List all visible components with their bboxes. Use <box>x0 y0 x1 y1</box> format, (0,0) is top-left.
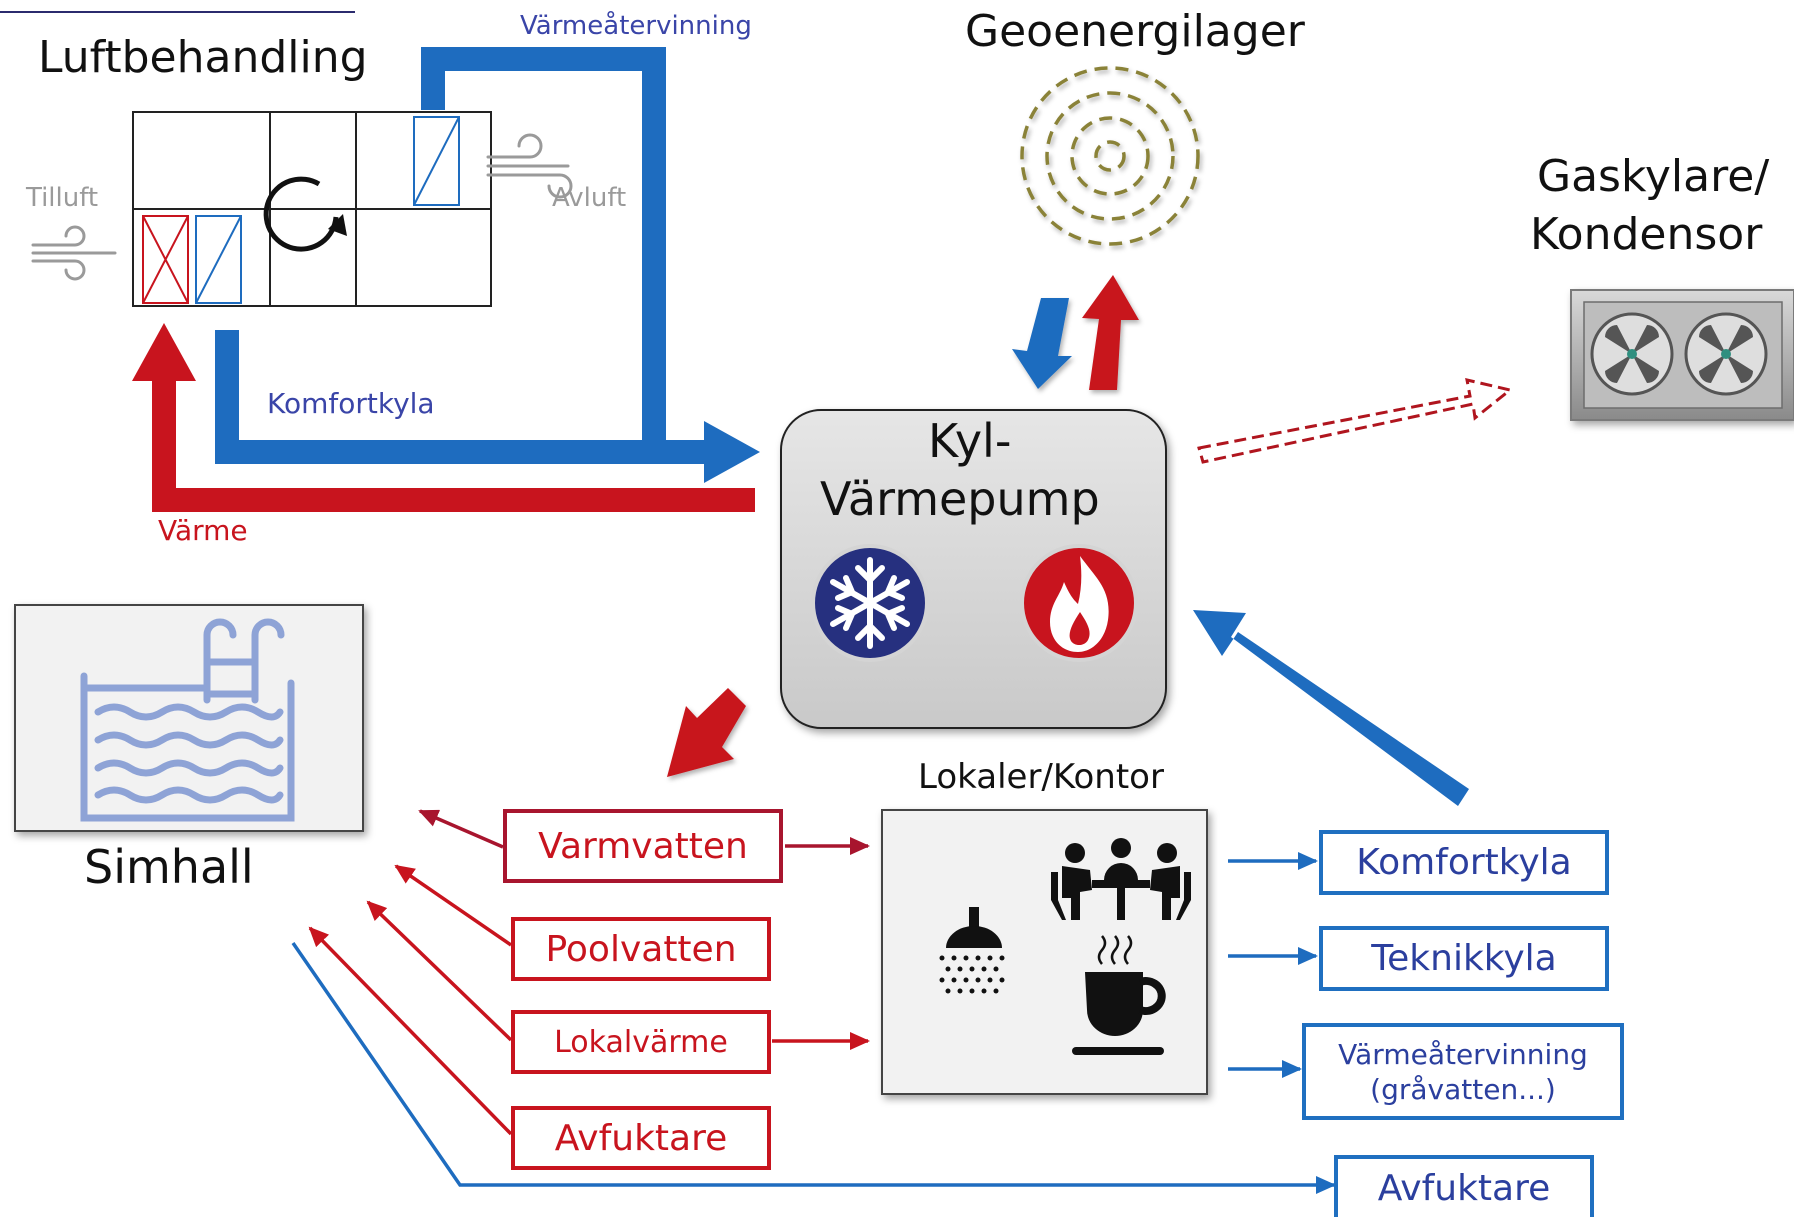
fan-icon <box>1684 312 1768 396</box>
heat-recovery-flow-arrow <box>421 47 666 444</box>
hot-water-box: Varmvatten <box>503 809 783 883</box>
offices-title: Lokaler/Kontor <box>918 757 1164 797</box>
meeting-icon <box>1051 838 1191 920</box>
heating-flow-arrow <box>132 323 755 512</box>
shower-icon <box>939 907 1005 994</box>
to-condenser-flow-arrow <box>1197 378 1514 464</box>
pool-water-label: Poolvatten <box>545 928 737 970</box>
snowflake-icon <box>811 544 929 662</box>
output-to-pool-arrows <box>308 809 513 1136</box>
to-geo-flow-arrow <box>1012 298 1072 389</box>
pool-title: Simhall <box>84 840 254 894</box>
geothermal-storage-icon <box>1020 66 1200 246</box>
heat-recovery-coil <box>413 116 460 206</box>
heating-coil <box>142 215 189 304</box>
heat-recovery-output-line1: Värmeåtervinning <box>1338 1037 1588 1071</box>
technical-cooling-box: Teknikkyla <box>1319 926 1609 991</box>
heat-distribution-flow-arrow <box>667 688 746 777</box>
heat-pump-title-line1: Kyl- <box>928 414 1012 468</box>
wind-icon <box>486 133 573 199</box>
exhaust-air-label: Avluft <box>552 183 627 213</box>
coffee-cup-icon <box>1072 935 1166 1055</box>
comfort-cooling-output-label: Komfortkyla <box>1356 842 1572 883</box>
comfort-cooling-box: Komfortkyla <box>1319 830 1609 895</box>
hot-water-label: Varmvatten <box>538 825 748 867</box>
space-heating-label: Lokalvärme <box>554 1024 728 1060</box>
space-heating-box: Lokalvärme <box>511 1010 771 1074</box>
pool-water-box: Poolvatten <box>511 917 771 981</box>
pool-panel <box>14 604 364 832</box>
heat-recovery-label: Värmeåtervinning <box>520 11 752 41</box>
geo-storage-title: Geoenergilager <box>965 6 1305 57</box>
air-handling-unit <box>132 111 492 307</box>
wind-icon <box>31 225 117 281</box>
heat-pump-title-line2: Värmepump <box>820 472 1100 526</box>
supply-air-label: Tilluft <box>26 183 99 213</box>
output-to-offices-arrows <box>772 837 870 1050</box>
heat-recovery-greywater-box: Värmeåtervinning (gråvatten...) <box>1302 1023 1624 1120</box>
gas-cooler-title-line2: Kondensor <box>1530 209 1763 260</box>
cooling-coil <box>195 215 242 304</box>
dehumidifier-heat-label: Avfuktare <box>554 1117 728 1159</box>
technical-cooling-label: Teknikkyla <box>1371 938 1557 979</box>
flame-icon <box>1020 544 1138 662</box>
fan-icon <box>1590 312 1674 396</box>
cooling-output-arrows <box>291 852 1336 1194</box>
offices-panel <box>881 809 1208 1095</box>
dehumidifier-heat-box: Avfuktare <box>511 1106 771 1170</box>
gas-cooler-title-line1: Gaskylare/ <box>1537 151 1770 202</box>
heating-label: Värme <box>158 514 248 547</box>
rotary-heat-exchanger-icon <box>263 176 347 252</box>
dehumidifier-cooling-label: Avfuktare <box>1377 1167 1551 1209</box>
cooling-return-flow-arrow <box>1193 610 1469 806</box>
swimming-pool-icon <box>80 618 295 822</box>
comfort-cooling-label: Komfortkyla <box>267 387 435 420</box>
heat-recovery-output-line2: (gråvatten...) <box>1370 1072 1556 1106</box>
from-geo-flow-arrow <box>1082 275 1139 390</box>
dehumidifier-cooling-box: Avfuktare <box>1334 1155 1594 1217</box>
comfort-cooling-flow-arrow <box>215 330 760 483</box>
air-handling-title: Luftbehandling <box>38 32 368 83</box>
